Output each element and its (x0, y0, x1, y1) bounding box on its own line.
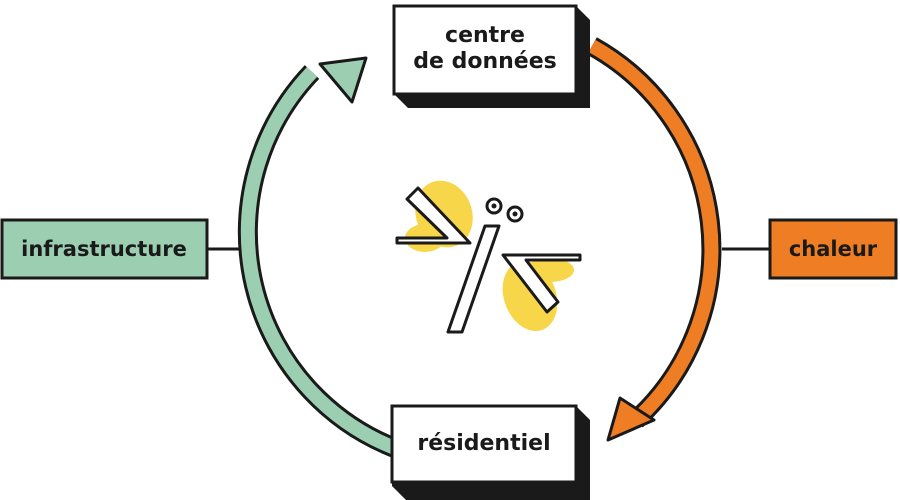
node-infrastructure: infrastructure (0, 218, 209, 280)
node-heat: chaleur (768, 218, 898, 280)
orange-cycle-arrow (587, 37, 722, 442)
node-data-center: centre de données (392, 4, 590, 108)
green-cycle-arrow (237, 56, 404, 460)
dragonfly-icon (395, 180, 582, 334)
node-residential-label: résidentiel (417, 431, 550, 456)
node-data-center-line1: centre (445, 23, 525, 48)
node-infrastructure-label: infrastructure (21, 237, 187, 261)
node-data-center-line2: de données (413, 49, 556, 74)
node-residential: résidentiel (390, 404, 590, 500)
node-heat-label: chaleur (789, 237, 878, 261)
